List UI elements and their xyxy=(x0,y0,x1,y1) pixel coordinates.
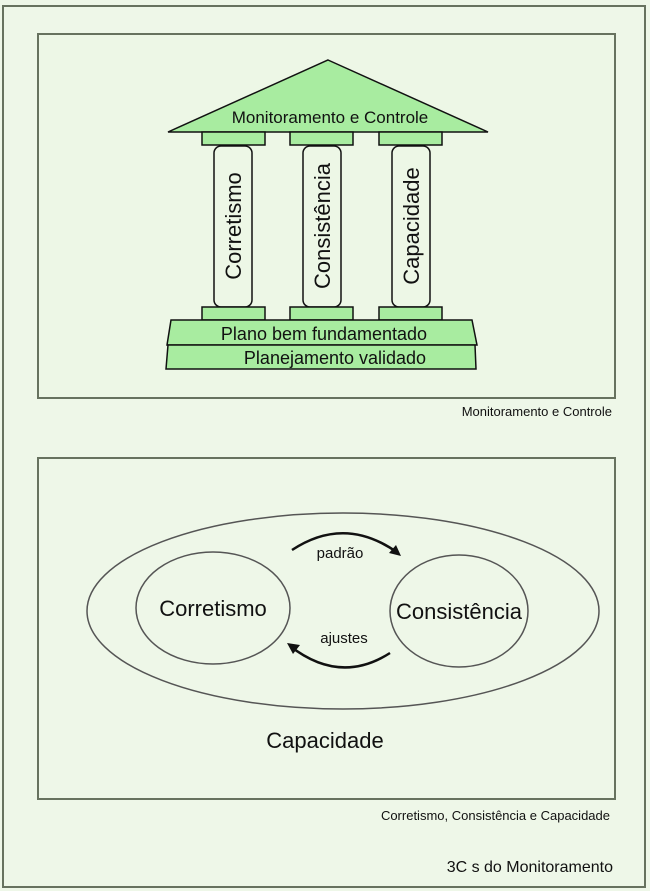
foundation-lower xyxy=(165,344,477,370)
arrow-padrao-head xyxy=(389,545,401,556)
capacidade-ellipse xyxy=(86,512,600,710)
arrow-ajustes xyxy=(289,645,391,669)
bottom-panel-caption: Corretismo, Consistência e Capacidade xyxy=(380,808,610,823)
pillar-label-consistencia: Consistência xyxy=(310,162,335,289)
consistencia-label: Consistência xyxy=(396,599,523,624)
foundation-upper-label: Plano bem fundamentado xyxy=(221,324,427,344)
footer-title: 3C s do Monitoramento xyxy=(446,859,613,876)
arrow-ajustes-head xyxy=(287,643,300,654)
roof-label: Monitoramento e Controle xyxy=(232,108,429,127)
arrow-ajustes-label: ajustes xyxy=(320,630,368,647)
foundation-lower-label: Planejamento validado xyxy=(244,348,426,368)
pillar-label-capacidade: Capacidade xyxy=(399,167,424,284)
pillar-base-2 xyxy=(289,306,354,321)
capacidade-label: Capacidade xyxy=(266,728,383,753)
capital-1 xyxy=(201,131,266,146)
capital-3 xyxy=(378,131,443,146)
capital-2 xyxy=(289,131,354,146)
top-panel-caption: Monitoramento e Controle xyxy=(461,404,612,419)
consistencia-ellipse xyxy=(389,554,529,668)
pillar-base-1 xyxy=(201,306,266,321)
corretismo-ellipse xyxy=(135,551,291,665)
outer-frame xyxy=(2,5,646,888)
arrow-padrao xyxy=(291,532,399,555)
foundation-upper xyxy=(166,319,478,346)
circles-diagram-panel xyxy=(37,457,616,800)
pillar-label-corretismo: Corretismo xyxy=(221,172,246,280)
arrow-padrao-label: padrão xyxy=(317,545,364,562)
corretismo-label: Corretismo xyxy=(159,596,267,621)
pillar-base-3 xyxy=(378,306,443,321)
